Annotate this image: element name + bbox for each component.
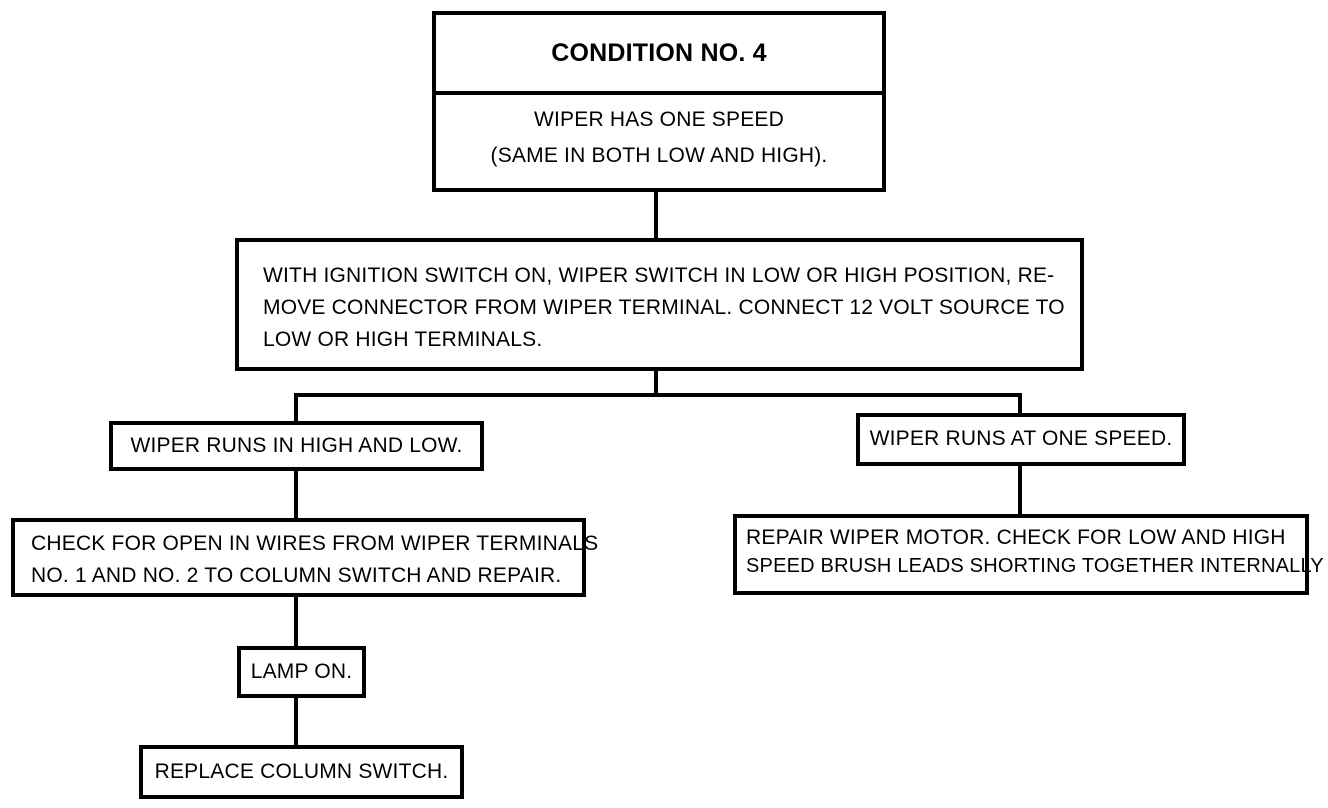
test-step-line3: LOW OR HIGH TERMINALS. (263, 328, 543, 351)
connector-step1-down (654, 371, 658, 396)
right-action-line2: SPEED BRUSH LEADS SHORTING TOGETHER INTE… (746, 555, 1324, 577)
right-result-text: WIPER RUNS AT ONE SPEED. (869, 427, 1173, 450)
right-action-box (733, 514, 1309, 595)
final-action-text: REPLACE COLUMN SWITCH. (154, 760, 449, 783)
connector-header-step1 (654, 192, 658, 238)
condition-box (432, 11, 886, 192)
final-action-box (139, 745, 464, 799)
left-action-line2: NO. 1 AND NO. 2 TO COLUMN SWITCH AND REP… (31, 564, 562, 587)
condition-description-line2: (SAME IN BOTH LOW AND HIGH). (490, 144, 828, 167)
right-action-line1: REPAIR WIPER MOTOR. CHECK FOR LOW AND HI… (746, 526, 1286, 549)
lamp-box (237, 646, 366, 698)
connector-left-action-lamp (294, 597, 298, 647)
connector-branch-right (1018, 393, 1022, 414)
connector-left-result-action (294, 471, 298, 519)
left-action-box (11, 518, 586, 597)
connector-right-result-action (1018, 466, 1022, 516)
condition-description-line1: WIPER HAS ONE SPEED (533, 108, 785, 131)
condition-title: CONDITION NO. 4 (551, 39, 767, 67)
connector-lamp-final (294, 698, 298, 746)
connector-branch-horizontal (294, 393, 1022, 397)
test-step-line2: MOVE CONNECTOR FROM WIPER TERMINAL. CONN… (263, 296, 1065, 319)
test-step-box (235, 238, 1084, 371)
test-step-line1: WITH IGNITION SWITCH ON, WIPER SWITCH IN… (263, 264, 1055, 287)
connector-branch-left (294, 393, 298, 422)
right-result-box (856, 413, 1186, 466)
lamp-text: LAMP ON. (250, 660, 353, 683)
title-divider (432, 91, 886, 95)
left-result-text: WIPER RUNS IN HIGH AND LOW. (130, 434, 463, 457)
left-result-box (109, 421, 484, 471)
left-action-line1: CHECK FOR OPEN IN WIRES FROM WIPER TERMI… (31, 532, 599, 555)
